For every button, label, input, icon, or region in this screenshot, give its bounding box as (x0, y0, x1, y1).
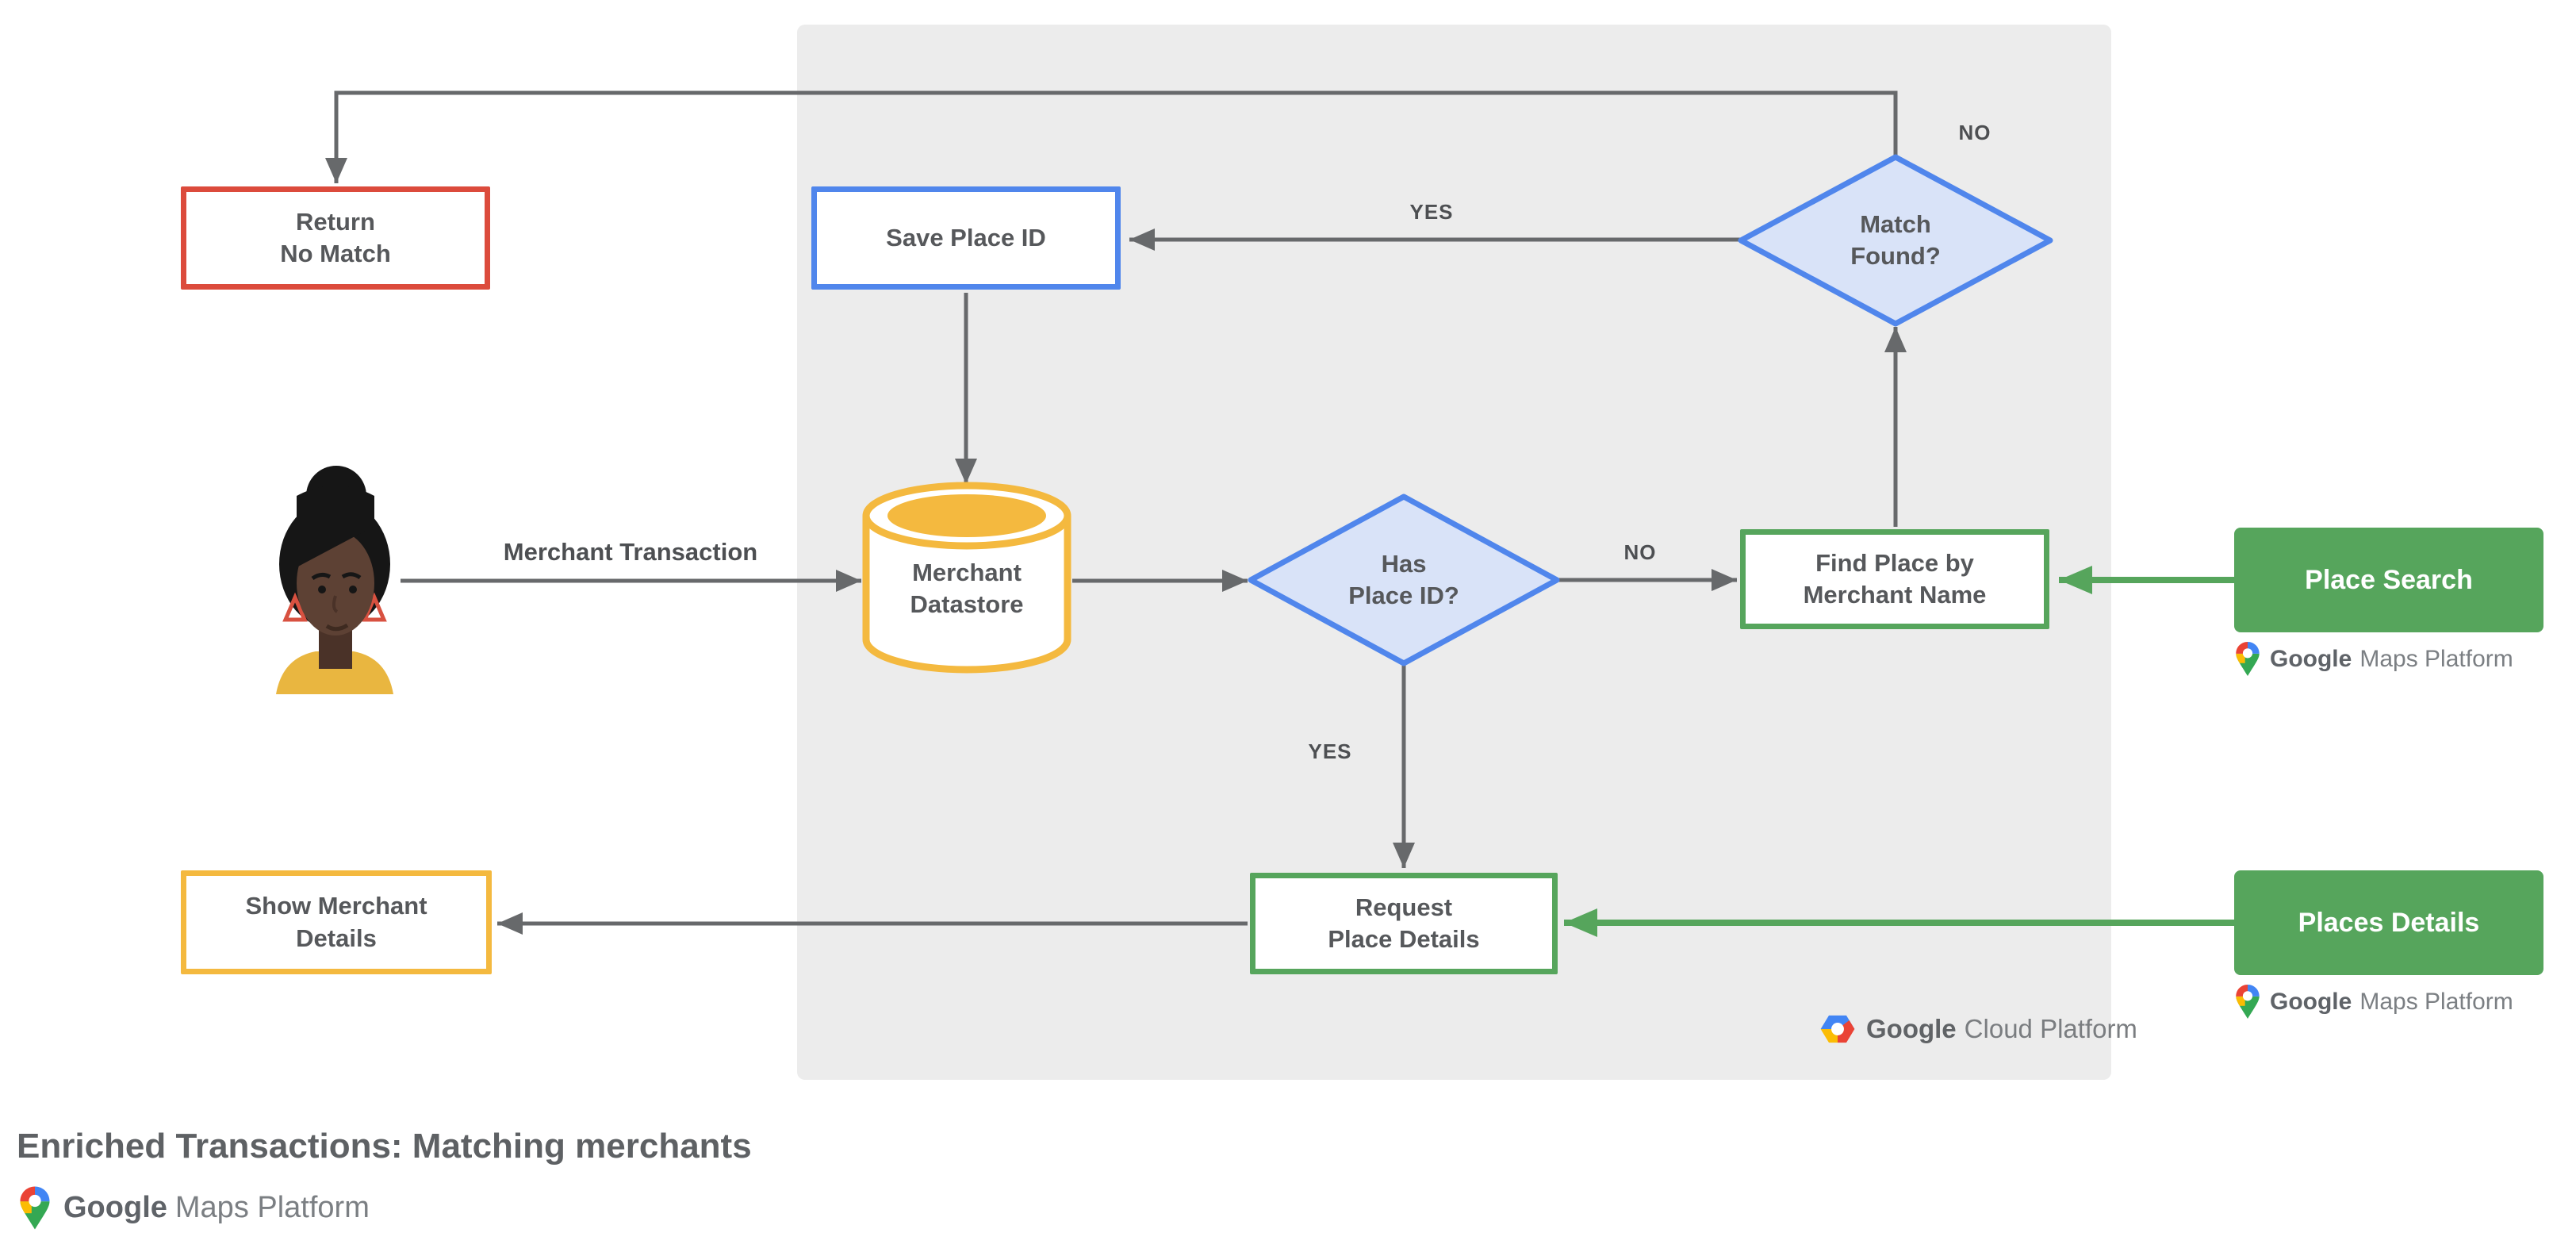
has-place-id-yes-label: YES (1308, 739, 1352, 763)
google-maps-pin-icon (2236, 642, 2260, 676)
match-found-diamond (1738, 154, 2053, 327)
gmp-logo-footer: Google Maps Platform (19, 1185, 370, 1231)
has-place-id-label: Has Place ID? (1348, 549, 1459, 609)
arrow-matchfound-no-to-return (325, 90, 1898, 183)
avatar-eye-left (318, 586, 326, 593)
avatar-earring-left (282, 592, 308, 622)
merchant-datastore-label: Merchant Datastore (910, 558, 1024, 618)
places-details-api-node: Places Details (2234, 870, 2543, 975)
google-maps-pin-icon (20, 1186, 50, 1230)
gmp-google-word: Google (2270, 988, 2352, 1015)
gmp-logo-place-search: Google Maps Platform (2235, 641, 2513, 677)
save-place-id-node: Save Place ID (811, 186, 1121, 290)
find-place-by-merchant-name-node: Find Place by Merchant Name (1740, 529, 2049, 629)
match-found-no-label: NO (1958, 121, 1991, 144)
has-place-id-diamond (1248, 494, 1560, 666)
match-found-yes-label: YES (1409, 200, 1454, 224)
gmp-rest-word: Maps Platform (174, 1191, 370, 1224)
google-cloud-hexagon-icon (1820, 1015, 1855, 1043)
gcp-google-word: Google (1866, 1014, 1957, 1043)
return-no-match-node: Return No Match (181, 186, 490, 290)
show-merchant-details-node: Show Merchant Details (181, 870, 492, 974)
gcp-logo: Google Cloud Platform (1820, 1014, 2137, 1044)
avatar-eye-right (349, 586, 357, 593)
avatar-shirt (276, 651, 393, 694)
match-found-label: Match Found? (1850, 209, 1941, 270)
gmp-rest-word: Maps Platform (2359, 988, 2513, 1015)
gmp-rest-word: Maps Platform (2359, 645, 2513, 672)
has-place-id-no-label: NO (1623, 540, 1657, 564)
avatar-mouth (325, 623, 349, 632)
google-maps-pin-icon (2236, 985, 2260, 1019)
merchant-datastore-cylinder (862, 482, 1071, 674)
avatar-brow-right (341, 572, 362, 580)
avatar-brow-left (311, 572, 332, 581)
gmp-google-word: Google (63, 1191, 167, 1224)
place-search-api-node: Place Search (2234, 528, 2543, 632)
request-place-details-node: Request Place Details (1250, 873, 1558, 974)
gmp-logo-places-details: Google Maps Platform (2235, 984, 2513, 1020)
avatar-earring-right (362, 592, 387, 622)
avatar-nose (332, 595, 339, 613)
diagram-title: Enriched Transactions: Matching merchant… (17, 1127, 752, 1166)
gmp-google-word: Google (2270, 645, 2352, 672)
merchant-transaction-edge-label: Merchant Transaction (503, 538, 758, 566)
avatar-fringe (297, 486, 374, 567)
gcp-rest-word: Cloud Platform (1964, 1014, 2137, 1043)
merchant-user-avatar (276, 466, 393, 694)
